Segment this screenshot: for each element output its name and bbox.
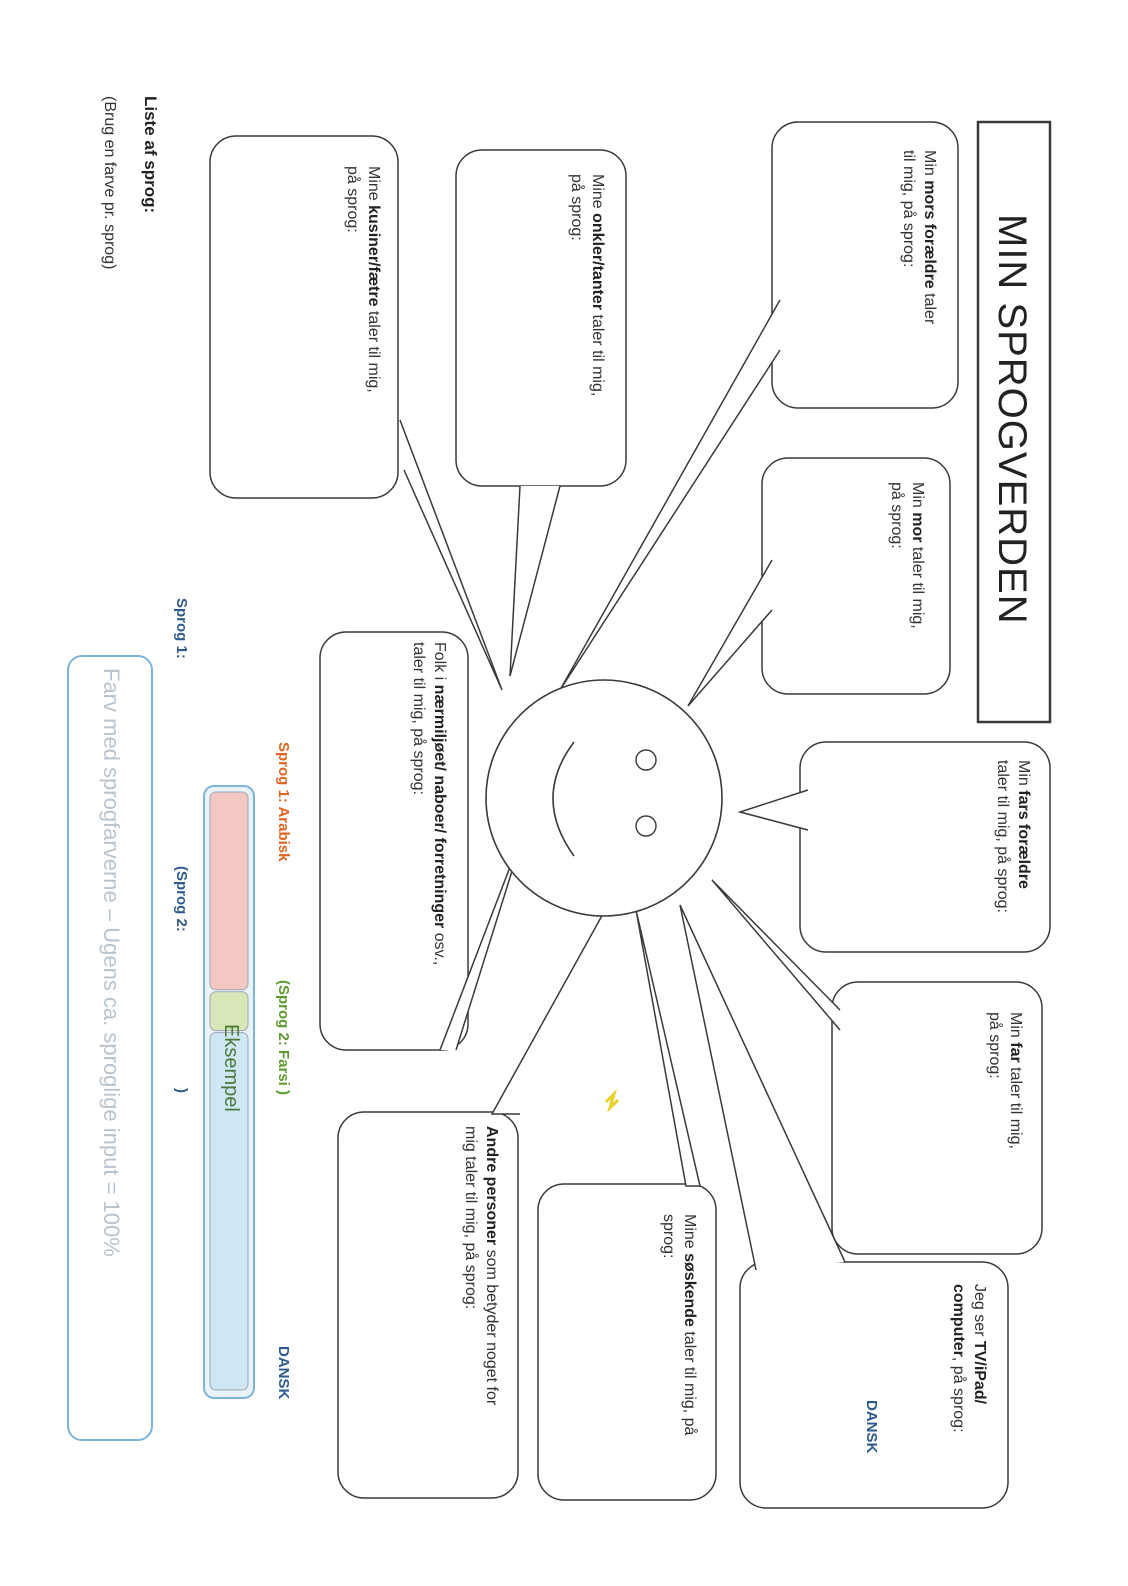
example-sprog1-label: Sprog 1: Arabisk [275, 742, 292, 862]
blank-bar [67, 655, 153, 1441]
bubble-far [831, 981, 1043, 1255]
text-onkler: Mine onkler/tanter taler til mig, på spr… [568, 174, 606, 397]
example-segment-sprog2 [209, 991, 249, 1032]
text-mor: Min mor taler til mig, på sprog: [888, 482, 926, 629]
title-frame [976, 120, 1052, 724]
text-tv: Jeg ser TV/iPad/ computer, på sprog: [950, 1284, 988, 1433]
bubble-andre [337, 1111, 519, 1499]
text-far: Min far taler til mig, på sprog: [986, 1012, 1024, 1149]
blank-sprog1-label: Sprog 1: [173, 598, 190, 659]
example-stamp: Eksempel [220, 1024, 242, 1112]
liste-heading: Liste af sprog: [141, 96, 160, 214]
yellow-mark [604, 1088, 620, 1114]
blank-instruction: Farv med sprogfarverne – Ugens ca. sprog… [99, 668, 124, 1257]
blank-dansk-label: DANSK [863, 1400, 880, 1454]
example-segment-dansk [209, 1032, 249, 1391]
blank-sprog2-label: (Sprog 2: [173, 866, 190, 932]
bubble-soeskende [537, 1183, 717, 1501]
bubble-tv [739, 1261, 1009, 1509]
text-kusiner: Mine kusiner/fætre taler til mig, på spr… [344, 166, 382, 393]
text-mors-foraeldre: Min mors forældre taler til mig, på spro… [900, 150, 938, 325]
text-naermiljoe: Folk i nærmiljøet/ naboer/ forretninger … [410, 642, 448, 966]
bubble-fars-foraeldre [799, 741, 1051, 953]
text-fars-foraeldre: Min fars forældre taler til mig, på spro… [994, 760, 1032, 913]
example-dansk-label: DANSK [275, 1346, 292, 1400]
text-soeskende: Mine søskende taler til mig, på sprog: [660, 1214, 698, 1436]
example-sprog2-label: (Sprog 2: Farsi ) [275, 980, 292, 1096]
smiley-face [485, 679, 723, 917]
blank-close-paren: ) [173, 1088, 190, 1093]
example-segment-sprog1 [209, 791, 249, 991]
liste-note: (Brug en farve pr. sprog) [101, 96, 118, 270]
bubble-naermiljoe [319, 631, 469, 1051]
page-title: MIN SPROGVERDEN [990, 214, 1034, 625]
bubble-mors-foraeldre [771, 121, 959, 409]
bubble-kusiner [209, 135, 399, 499]
text-andre: Andre personer som betyder noget for mig… [462, 1126, 500, 1406]
